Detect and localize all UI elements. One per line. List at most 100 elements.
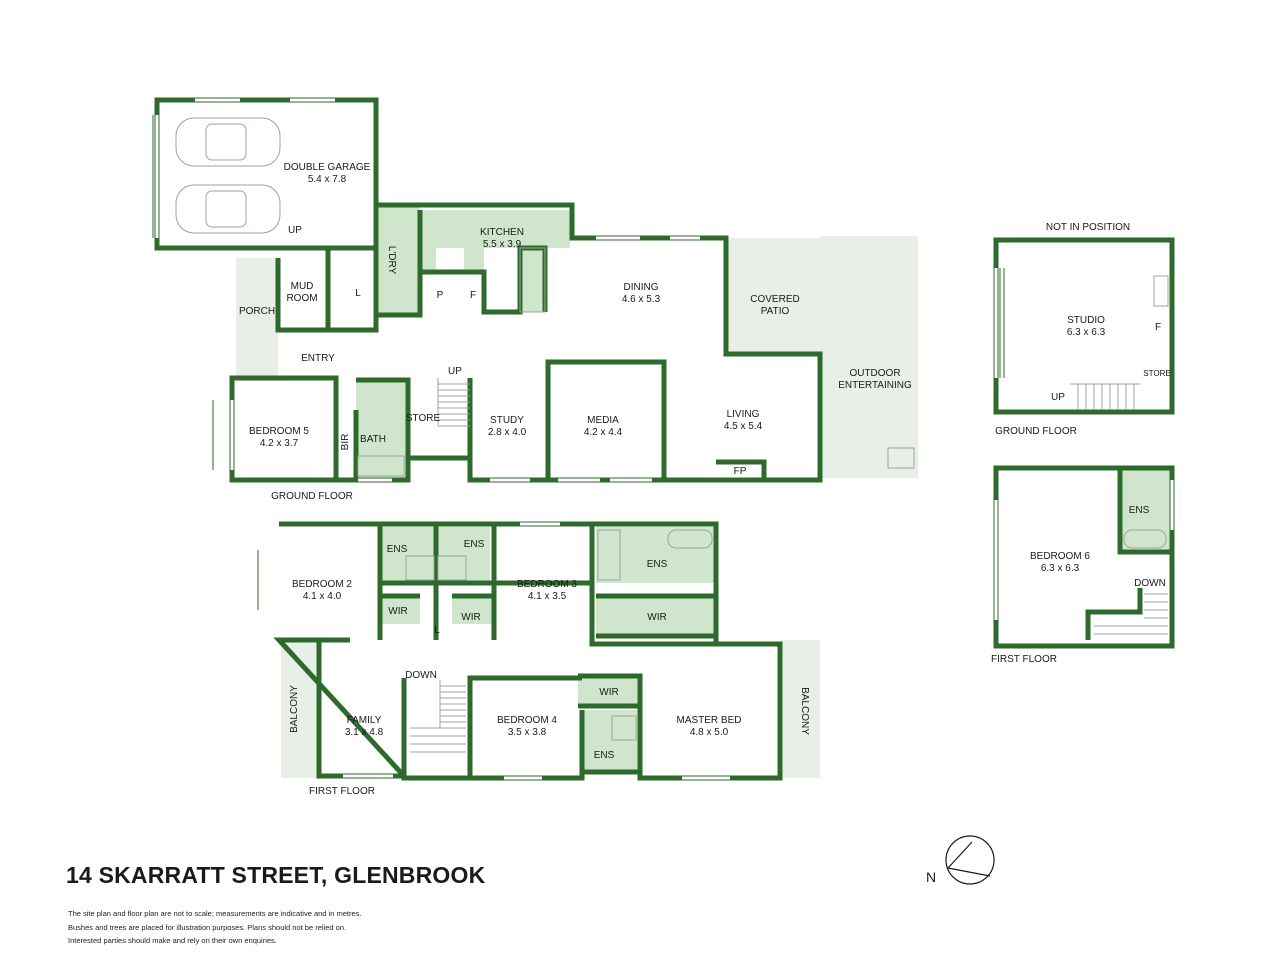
balcony-right-name: BALCONY xyxy=(799,687,810,735)
studio-walls xyxy=(993,237,1175,415)
property-address: 14 SKARRATT STREET, GLENBROOK xyxy=(66,862,486,888)
up-garage: UP xyxy=(288,225,302,236)
disclaimer-line: Interested parties should make and rely … xyxy=(68,936,277,945)
stairs-first xyxy=(410,680,466,753)
bedroom4-name: BEDROOM 4 xyxy=(497,715,557,726)
down-studio: DOWN xyxy=(1134,578,1166,589)
disclaimer: The site plan and floor plan are not to … xyxy=(68,907,362,948)
shower-master xyxy=(597,529,621,581)
ens-master-name: ENS xyxy=(647,559,668,570)
up-main: UP xyxy=(448,366,462,377)
compass-arrow-icon xyxy=(947,841,991,877)
bedroom6-size: 6.3 x 6.3 xyxy=(1041,563,1080,574)
garage-name: DOUBLE GARAGE xyxy=(284,162,371,173)
family-size: 3.1 x 4.8 xyxy=(345,727,384,738)
ground-floor-label: GROUND FLOOR xyxy=(271,491,353,502)
studio-name: STUDIO xyxy=(1067,315,1105,326)
store-walls xyxy=(408,378,473,461)
porch-name: PORCH xyxy=(239,306,275,317)
media-name: MEDIA xyxy=(587,415,619,426)
bedroom5-name: BEDROOM 5 xyxy=(249,426,309,437)
bedroom3-size: 4.1 x 3.5 xyxy=(528,591,567,602)
studio-size: 6.3 x 6.3 xyxy=(1067,327,1106,338)
shower-b3 xyxy=(437,555,467,581)
balcony-left-name: BALCONY xyxy=(289,685,300,733)
ens-b4-area xyxy=(582,710,638,772)
wir-master-name: WIR xyxy=(647,612,666,623)
fp-name: FP xyxy=(734,466,747,477)
living-size: 4.5 x 5.4 xyxy=(724,421,763,432)
bedroom3-name: BEDROOM 3 xyxy=(517,579,577,590)
wir-b4-area xyxy=(578,676,638,706)
bath-tub-ground xyxy=(357,455,405,477)
ens-b3-name: ENS xyxy=(464,539,485,550)
fixtures xyxy=(175,117,1169,753)
ens-b6-area xyxy=(1120,470,1170,552)
studio-bench xyxy=(1153,275,1169,307)
bath-area xyxy=(356,380,408,480)
bath-name: BATH xyxy=(360,434,386,445)
garage-size: 5.4 x 7.8 xyxy=(308,174,347,185)
pantry-label: P xyxy=(437,290,444,301)
walls xyxy=(154,97,1175,781)
bedroom2-size: 4.1 x 4.0 xyxy=(303,591,342,602)
master-size: 4.8 x 5.0 xyxy=(690,727,729,738)
ens-b4-name: ENS xyxy=(594,750,615,761)
shower-b4 xyxy=(611,715,637,741)
studio-first-label: FIRST FLOOR xyxy=(991,654,1057,665)
stairs-studio xyxy=(1070,383,1140,410)
not-in-position-label: NOT IN POSITION xyxy=(1046,222,1130,233)
compass: N xyxy=(926,835,995,885)
master-walls xyxy=(640,641,783,778)
study-name: STUDY xyxy=(490,415,524,426)
kitchen-name: KITCHEN xyxy=(480,227,524,238)
bedroom2-name: BEDROOM 2 xyxy=(292,579,352,590)
ens-b6-name: ENS xyxy=(1129,505,1150,516)
bath-tub-b6 xyxy=(1123,529,1167,549)
wir-b2-area xyxy=(380,596,420,624)
wir-b4-name: WIR xyxy=(599,687,618,698)
island-bench xyxy=(519,247,546,313)
entry-name: ENTRY xyxy=(301,353,335,364)
bir-name: BIR xyxy=(340,434,351,451)
media-size: 4.2 x 4.4 xyxy=(584,427,623,438)
mud-room-1: MUD xyxy=(291,281,314,292)
car-bottom xyxy=(175,184,281,234)
windows xyxy=(155,98,1174,780)
first-floor-label: FIRST FLOOR xyxy=(309,786,375,797)
room-labels: DOUBLE GARAGE 5.4 x 7.8 UP KITCHEN 5.5 x… xyxy=(239,162,1171,797)
stairs-bedroom6 xyxy=(1094,593,1168,635)
outdoor-1: OUTDOOR xyxy=(849,368,900,379)
window-frames xyxy=(152,115,1005,610)
covered-patio-1: COVERED xyxy=(750,294,799,305)
patio-bbq xyxy=(887,447,915,469)
ens-b6-walls xyxy=(1117,470,1172,555)
linen-name: L xyxy=(434,625,440,636)
bath-walls xyxy=(353,377,411,480)
family-name: FAMILY xyxy=(347,715,382,726)
dining-name: DINING xyxy=(624,282,659,293)
porch-area xyxy=(236,258,278,376)
first-floor-wir-walls xyxy=(380,593,716,639)
fridge-label: F xyxy=(470,290,476,301)
stairs-ground xyxy=(437,378,470,427)
laundry-l: L xyxy=(355,288,361,299)
compass-label: N xyxy=(926,869,936,885)
studio-ground-label: GROUND FLOOR xyxy=(995,426,1077,437)
study-size: 2.8 x 4.0 xyxy=(488,427,527,438)
ens-b2-name: ENS xyxy=(387,544,408,555)
disclaimer-line: Bushes and trees are placed for illustra… xyxy=(68,922,347,932)
living-name: LIVING xyxy=(727,409,760,420)
bath-tub-master xyxy=(667,529,713,549)
store-name: STORE xyxy=(406,413,441,424)
wir-master-area xyxy=(596,596,716,636)
bedroom5-size: 4.2 x 3.7 xyxy=(260,438,299,449)
dining-size: 4.6 x 5.3 xyxy=(622,294,661,305)
master-name: MASTER BED xyxy=(676,715,741,726)
bedroom4-size: 3.5 x 3.8 xyxy=(508,727,547,738)
covered-patio-2: PATIO xyxy=(761,306,790,317)
disclaimer-line: The site plan and floor plan are not to … xyxy=(68,909,362,918)
covered-patio-area xyxy=(726,238,820,354)
studio-f: F xyxy=(1155,322,1161,333)
